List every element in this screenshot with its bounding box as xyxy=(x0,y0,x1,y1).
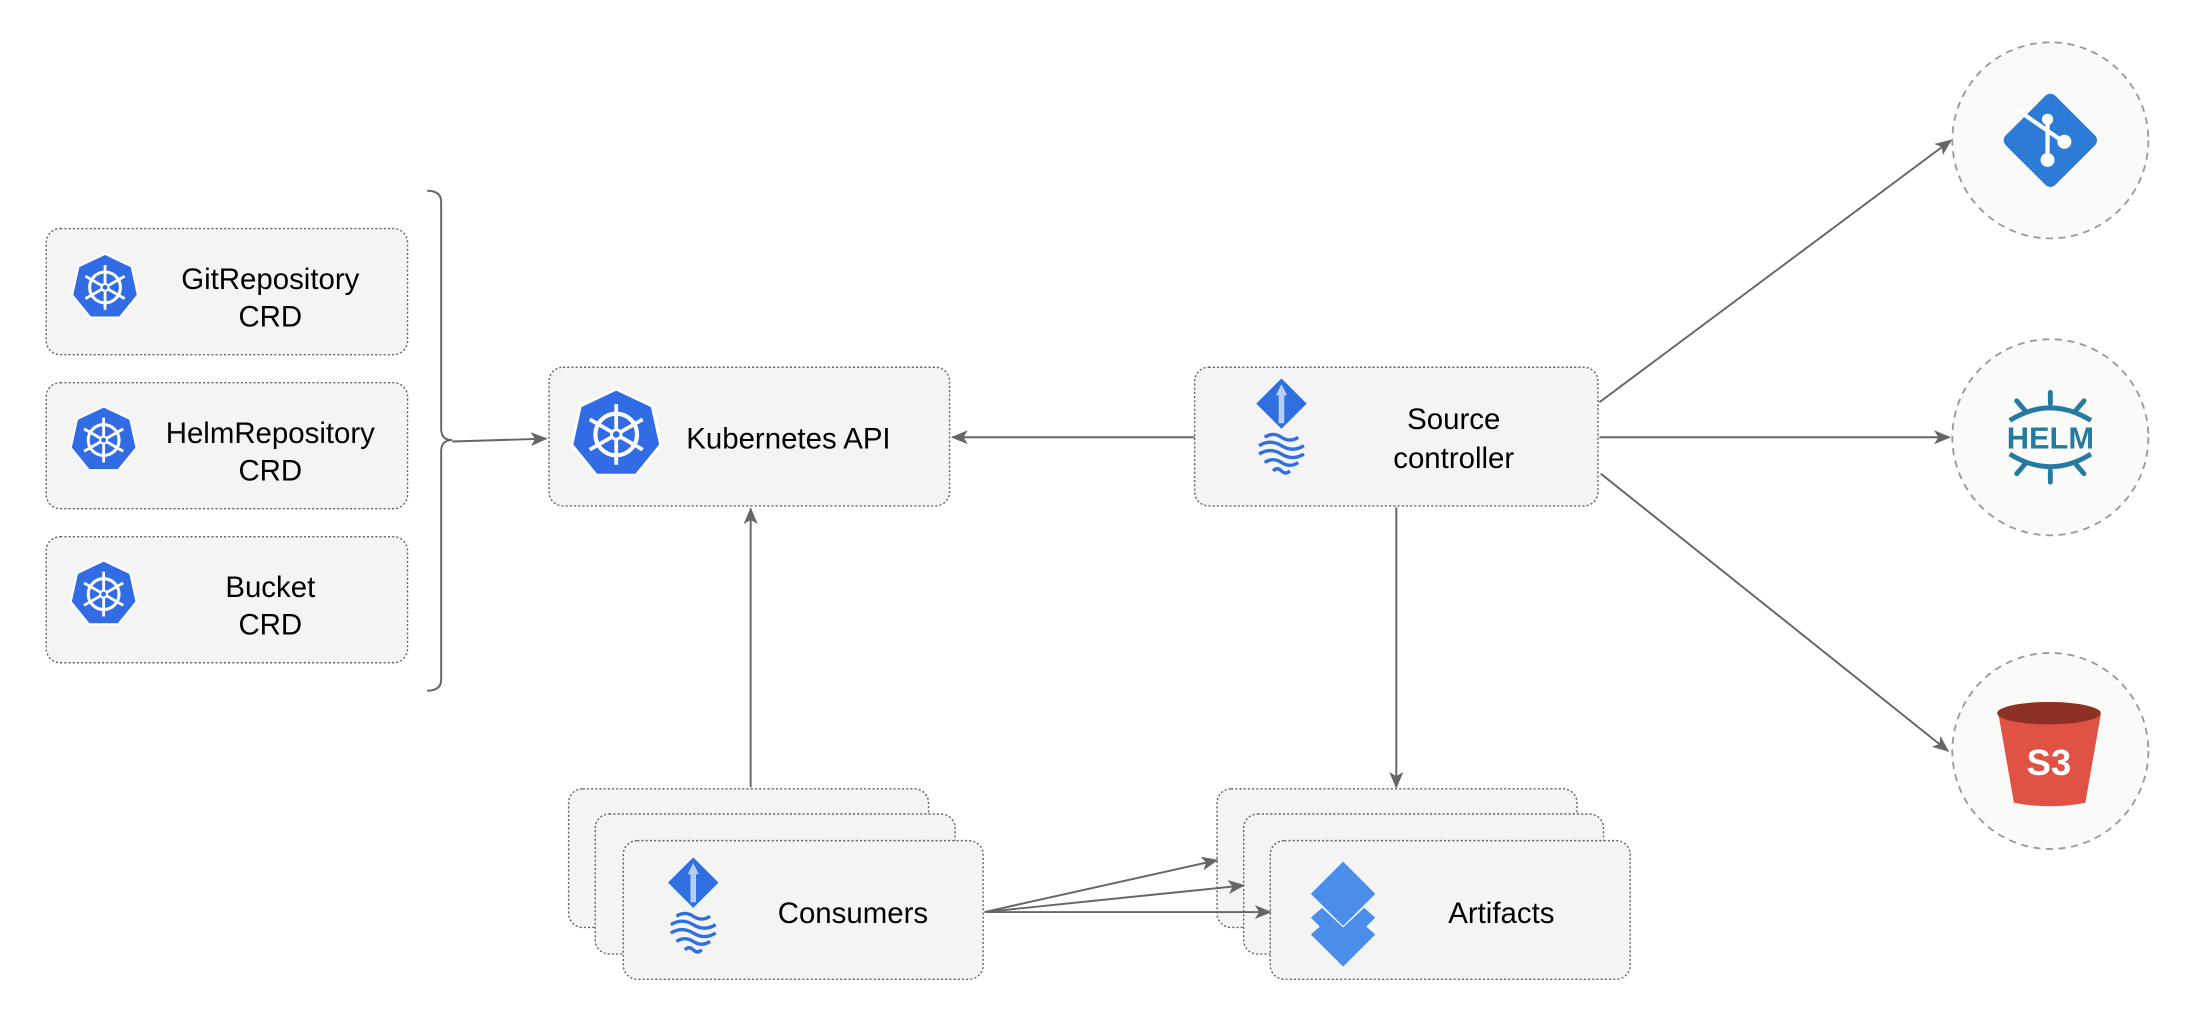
edge-controller-to-git xyxy=(1598,139,1953,404)
s3-logo-text: S3 xyxy=(2027,742,2072,783)
git-icon xyxy=(2003,93,2097,187)
crd-sublabel: CRD xyxy=(238,455,302,488)
helm-source-node[interactable]: HELM xyxy=(1951,338,2150,537)
edge-crds-to-api xyxy=(452,432,548,447)
artifacts-label: Artifacts xyxy=(1448,897,1554,930)
kubernetes-api-label: Kubernetes API xyxy=(686,422,890,455)
crd-bucket[interactable]: Bucket CRD xyxy=(45,536,409,664)
crd-group-brace xyxy=(427,189,453,692)
crd-sublabel: CRD xyxy=(238,301,302,334)
source-controller-label: Source xyxy=(1407,403,1500,436)
crd-gitrepository[interactable]: GitRepository CRD xyxy=(45,227,409,356)
edge-consumers-to-artifact-2 xyxy=(984,880,1246,914)
crd-helmrepository[interactable]: HelmRepository CRD xyxy=(45,381,409,510)
edge-controller-to-s3 xyxy=(1600,472,1950,752)
crd-sublabel: CRD xyxy=(238,609,302,642)
layers-icon xyxy=(1310,861,1376,967)
crd-label: GitRepository xyxy=(181,263,359,296)
crd-label: Bucket xyxy=(225,571,315,604)
consumers-node[interactable]: Consumers xyxy=(567,788,984,980)
source-controller-node[interactable]: Source controller xyxy=(1193,366,1599,507)
git-source-node[interactable] xyxy=(1951,41,2150,240)
s3-source-node[interactable]: S3 xyxy=(1951,652,2150,850)
consumers-label: Consumers xyxy=(778,897,928,930)
crd-label: HelmRepository xyxy=(166,417,375,450)
s3-bucket-icon: S3 xyxy=(1997,701,2101,807)
helm-icon: HELM xyxy=(2007,390,2094,485)
kubernetes-api-node[interactable]: Kubernetes API xyxy=(548,366,951,507)
helm-logo-text: HELM xyxy=(2007,420,2094,455)
edge-consumers-to-artifact-1 xyxy=(984,856,1219,914)
artifacts-node[interactable]: Artifacts xyxy=(1216,788,1631,980)
source-controller-sublabel: controller xyxy=(1393,442,1514,475)
